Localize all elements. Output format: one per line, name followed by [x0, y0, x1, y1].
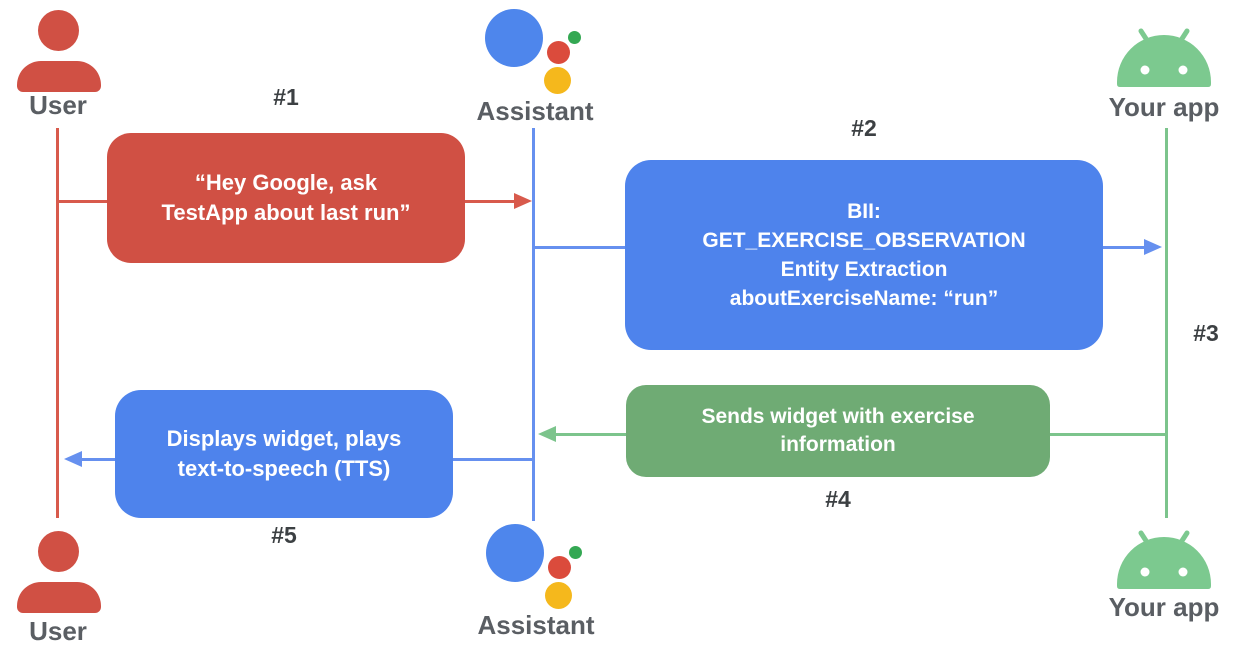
assistant-green-circle	[569, 546, 582, 559]
app-label-bottom: Your app	[1108, 592, 1220, 622]
arrowhead-left-icon	[538, 426, 556, 442]
message-text: aboutExerciseName: “run”	[729, 287, 999, 310]
android-icon	[1117, 530, 1211, 589]
user-icon	[17, 531, 101, 613]
app-lifeline	[1165, 128, 1168, 518]
user-label-top: User	[29, 90, 87, 120]
user-label-bottom: User	[29, 616, 87, 646]
message-box-2: BII: GET_EXERCISE_OBSERVATION Entity Ext…	[625, 160, 1103, 350]
message-box-1: “Hey Google, ask TestApp about last run”	[107, 133, 465, 263]
user-icon	[17, 10, 101, 92]
user-head-shape	[38, 10, 79, 51]
message-text: GET_EXERCISE_OBSERVATION	[702, 229, 1026, 252]
assistant-blue-circle	[485, 9, 543, 67]
app-label-top: Your app	[1108, 92, 1220, 122]
assistant-lifeline	[532, 128, 535, 521]
message-text: text-to-speech (TTS)	[177, 456, 391, 481]
assistant-green-circle	[568, 31, 581, 44]
step-label-5: #5	[271, 522, 297, 548]
assistant-icon	[484, 518, 584, 610]
arrowhead-right-icon	[514, 193, 532, 209]
assistant-yellow-circle	[544, 67, 571, 94]
user-lifeline	[56, 128, 59, 518]
assistant-blue-circle	[486, 524, 544, 582]
user-body-shape	[17, 61, 101, 92]
arrowhead-right-icon	[1144, 239, 1162, 255]
message-text: TestApp about last run”	[161, 200, 411, 225]
android-icon	[1117, 28, 1211, 87]
assistant-red-circle	[547, 41, 570, 64]
message-text: information	[780, 433, 896, 456]
step-label-3: #3	[1193, 320, 1219, 346]
assistant-yellow-circle	[545, 582, 572, 609]
message-text: Displays widget, plays	[166, 426, 402, 451]
message-box-5: Displays widget, plays text-to-speech (T…	[115, 390, 453, 518]
step-label-1: #1	[273, 84, 299, 110]
message-box-4: Sends widget with exercise information	[626, 385, 1050, 477]
message-text: Entity Extraction	[780, 258, 948, 281]
message-text: Sends widget with exercise	[701, 405, 975, 428]
step-label-4: #4	[825, 486, 851, 512]
user-head-shape	[38, 531, 79, 572]
message-text: “Hey Google, ask	[194, 170, 378, 195]
assistant-label-top: Assistant	[476, 96, 594, 126]
step-label-2: #2	[851, 115, 877, 141]
arrowhead-left-icon	[64, 451, 82, 467]
assistant-icon	[483, 3, 583, 95]
user-body-shape	[17, 582, 101, 613]
assistant-red-circle	[548, 556, 571, 579]
message-text: BII:	[847, 200, 881, 223]
assistant-label-bottom: Assistant	[477, 610, 595, 640]
